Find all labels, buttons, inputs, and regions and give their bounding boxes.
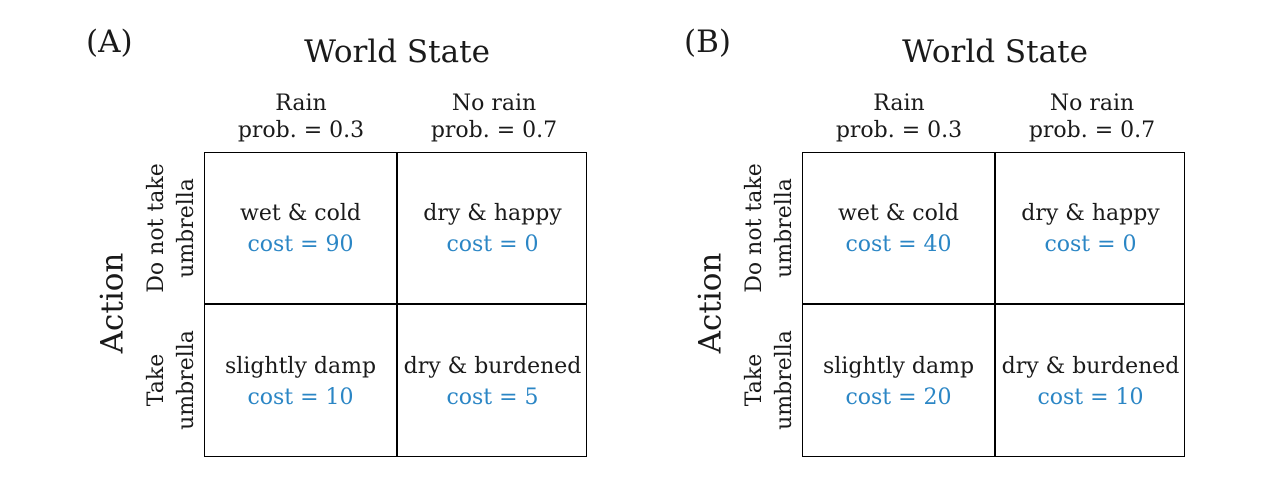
cell-outcome: dry & burdened: [1001, 354, 1180, 379]
row-label-line1: Do not take: [742, 163, 767, 293]
world-state-title: World State: [902, 34, 1088, 70]
cell-outcome: slightly damp: [224, 354, 377, 379]
action-axis-label: Action: [94, 252, 131, 354]
row-header-umbrella: Take umbrella: [142, 305, 202, 455]
cell-rain-no-umbrella: wet & cold cost = 40: [803, 198, 994, 260]
decision-matrix: wet & cold cost = 90 dry & happy cost = …: [204, 152, 587, 457]
grid-divider-vertical: [396, 153, 398, 456]
cell-no-rain-umbrella: dry & burdened cost = 5: [397, 351, 588, 413]
cell-cost: cost = 5: [446, 385, 539, 410]
cell-rain-umbrella: slightly damp cost = 20: [803, 351, 994, 413]
panel-a: (A) World State Rain prob. = 0.3 No rain…: [0, 0, 600, 499]
cell-cost: cost = 0: [446, 232, 539, 257]
cell-cost: cost = 10: [1037, 385, 1144, 410]
column-header-no-rain: No rain prob. = 0.7: [996, 90, 1188, 144]
cell-outcome: wet & cold: [838, 201, 959, 226]
row-label-line1: Take: [742, 353, 767, 407]
cell-no-rain-no-umbrella: dry & happy cost = 0: [397, 198, 588, 260]
cell-outcome: dry & happy: [423, 201, 562, 226]
cell-cost: cost = 40: [845, 232, 952, 257]
column-prob: prob. = 0.7: [1028, 118, 1156, 143]
cell-cost: cost = 20: [845, 385, 952, 410]
column-prob: prob. = 0.3: [237, 118, 365, 143]
row-label-line1: Take: [144, 353, 169, 407]
column-name: Rain: [275, 91, 327, 116]
row-label-line2: umbrella: [772, 178, 797, 278]
row-label-line2: umbrella: [174, 178, 199, 278]
cell-rain-umbrella: slightly damp cost = 10: [205, 351, 396, 413]
column-name: No rain: [451, 91, 537, 116]
row-label-line2: umbrella: [772, 330, 797, 430]
row-header-umbrella: Take umbrella: [740, 305, 800, 455]
cell-cost: cost = 90: [247, 232, 354, 257]
row-label-line2: umbrella: [174, 330, 199, 430]
grid-divider-vertical: [994, 153, 996, 456]
cell-cost: cost = 10: [247, 385, 354, 410]
cell-no-rain-umbrella: dry & burdened cost = 10: [995, 351, 1186, 413]
column-header-no-rain: No rain prob. = 0.7: [398, 90, 590, 144]
column-header-rain: Rain prob. = 0.3: [205, 90, 397, 144]
cell-outcome: wet & cold: [240, 201, 361, 226]
cell-outcome: slightly damp: [822, 354, 975, 379]
cell-outcome: dry & burdened: [403, 354, 582, 379]
row-header-no-umbrella: Do not take umbrella: [740, 153, 800, 303]
column-header-rain: Rain prob. = 0.3: [803, 90, 995, 144]
cell-cost: cost = 0: [1044, 232, 1137, 257]
cell-no-rain-no-umbrella: dry & happy cost = 0: [995, 198, 1186, 260]
cell-outcome: dry & happy: [1021, 201, 1160, 226]
row-label-line1: Do not take: [144, 163, 169, 293]
cell-rain-no-umbrella: wet & cold cost = 90: [205, 198, 396, 260]
column-prob: prob. = 0.7: [430, 118, 558, 143]
decision-matrix: wet & cold cost = 40 dry & happy cost = …: [802, 152, 1185, 457]
action-axis-label: Action: [692, 252, 729, 354]
panel-label: (B): [684, 24, 731, 60]
column-name: Rain: [873, 91, 925, 116]
panel-label: (A): [86, 24, 133, 60]
column-name: No rain: [1049, 91, 1135, 116]
panel-b: (B) World State Rain prob. = 0.3 No rain…: [598, 0, 1198, 499]
world-state-title: World State: [304, 34, 490, 70]
grid-divider-horizontal: [205, 303, 586, 305]
column-prob: prob. = 0.3: [835, 118, 963, 143]
row-header-no-umbrella: Do not take umbrella: [142, 153, 202, 303]
grid-divider-horizontal: [803, 303, 1184, 305]
